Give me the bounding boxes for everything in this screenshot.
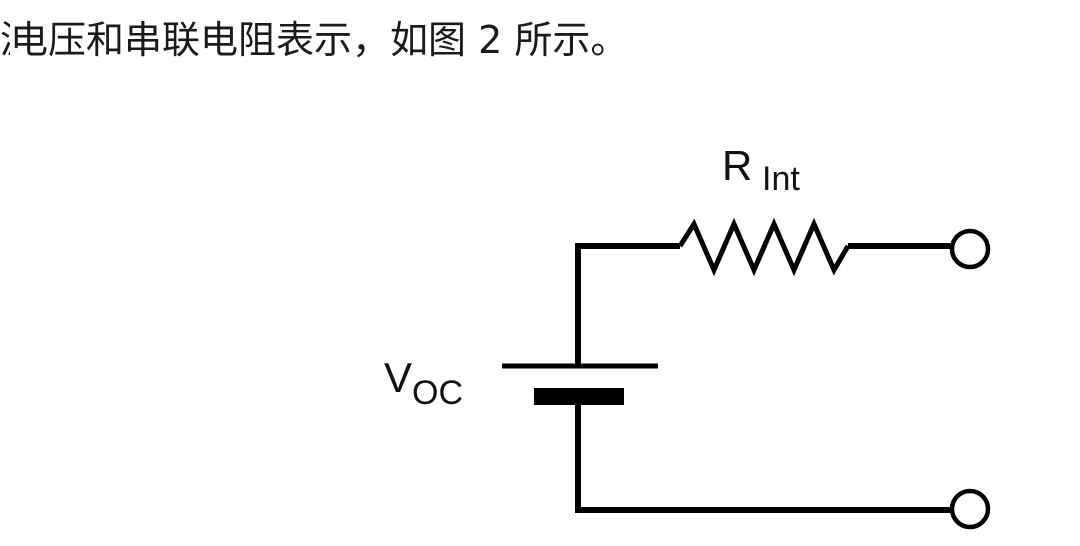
- source-label: VOC: [384, 354, 463, 412]
- top-terminal: [949, 228, 991, 270]
- caption-text-line: 源电压和串联电阻表示，如图 2 所示。: [0, 0, 628, 80]
- resistor-label: R Int: [722, 142, 800, 198]
- top-wire: [575, 243, 680, 365]
- bottom-terminal: [949, 488, 991, 530]
- source-label-sub: OC: [412, 374, 463, 412]
- battery-negative-plate: [534, 388, 624, 405]
- resistor-label-main: R: [722, 142, 752, 189]
- source-label-main: V: [384, 354, 412, 401]
- resistor-label-sub: Int: [762, 160, 800, 198]
- caption-clipped-glyph: 源: [0, 0, 10, 80]
- caption-text: 电压和串联电阻表示，如图 2 所示。: [10, 18, 629, 62]
- resistor-zigzag: [677, 217, 851, 277]
- bottom-wire: [575, 405, 952, 513]
